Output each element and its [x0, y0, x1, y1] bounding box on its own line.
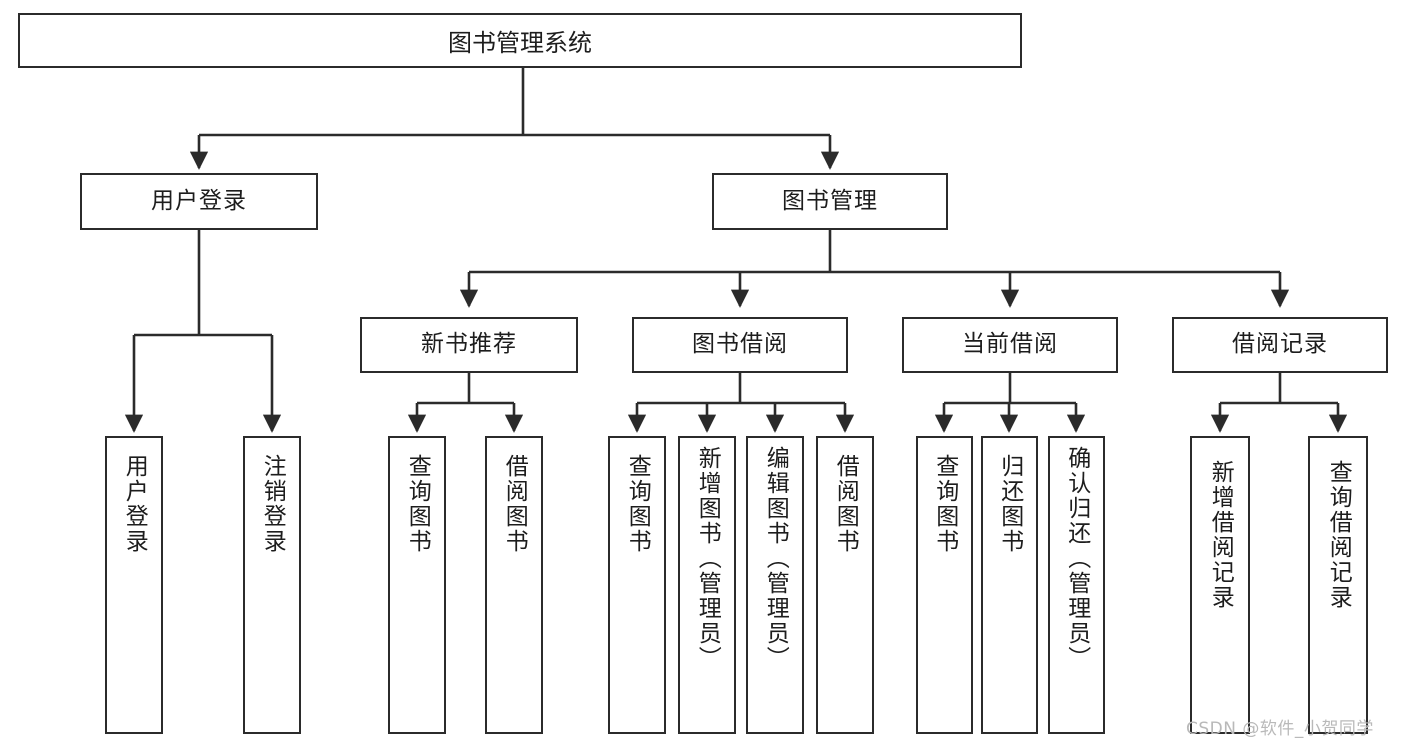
node-book-management[interactable]: 图书管理	[712, 173, 948, 230]
leaf-add-borrow-record-label: 新增借阅记录	[1207, 460, 1234, 610]
leaf-query-borrow-record-label: 查询借阅记录	[1325, 460, 1352, 610]
node-borrow-record-label: 借阅记录	[1232, 331, 1328, 358]
leaf-query-book-recommend[interactable]: 查询图书	[388, 436, 446, 734]
node-current-borrow[interactable]: 当前借阅	[902, 317, 1118, 373]
node-root[interactable]: 图书管理系统	[18, 13, 1022, 68]
leaf-query-book-recommend-label: 查询图书	[404, 454, 431, 554]
node-new-book-recommend[interactable]: 新书推荐	[360, 317, 578, 373]
node-book-management-label: 图书管理	[782, 187, 878, 214]
node-new-book-recommend-label: 新书推荐	[421, 331, 517, 358]
leaf-user-login[interactable]: 用户登录	[105, 436, 163, 734]
leaf-borrow-book-recommend-label: 借阅图书	[501, 454, 528, 554]
leaf-return-book-label: 归还图书	[996, 454, 1023, 554]
leaf-return-book[interactable]: 归还图书	[981, 436, 1038, 734]
leaf-edit-book-admin-label: 编辑图书（管理员）	[762, 446, 789, 671]
leaf-logout-label: 注销登录	[259, 454, 286, 554]
leaf-query-book-borrow-label: 查询图书	[624, 454, 651, 554]
leaf-query-book-current[interactable]: 查询图书	[916, 436, 973, 734]
leaf-logout[interactable]: 注销登录	[243, 436, 301, 734]
leaf-add-book-admin-label: 新增图书（管理员）	[694, 446, 721, 671]
node-book-borrow-label: 图书借阅	[692, 331, 788, 358]
node-user-login-label: 用户登录	[151, 187, 247, 214]
leaf-edit-book-admin[interactable]: 编辑图书（管理员）	[746, 436, 804, 734]
node-current-borrow-label: 当前借阅	[962, 331, 1058, 358]
watermark: CSDN @软件_小贺同学	[1186, 719, 1374, 739]
leaf-add-borrow-record[interactable]: 新增借阅记录	[1190, 436, 1250, 734]
leaf-confirm-return-admin-label: 确认归还（管理员）	[1063, 446, 1090, 671]
leaf-user-login-label: 用户登录	[121, 454, 148, 554]
leaf-query-book-current-label: 查询图书	[931, 454, 958, 554]
leaf-query-borrow-record[interactable]: 查询借阅记录	[1308, 436, 1368, 734]
node-borrow-record[interactable]: 借阅记录	[1172, 317, 1388, 373]
leaf-borrow-book-label: 借阅图书	[832, 454, 859, 554]
node-root-label: 图书管理系统	[448, 29, 592, 57]
leaf-borrow-book-recommend[interactable]: 借阅图书	[485, 436, 543, 734]
leaf-query-book-borrow[interactable]: 查询图书	[608, 436, 666, 734]
leaf-confirm-return-admin[interactable]: 确认归还（管理员）	[1048, 436, 1105, 734]
leaf-borrow-book[interactable]: 借阅图书	[816, 436, 874, 734]
node-user-login[interactable]: 用户登录	[80, 173, 318, 230]
leaf-add-book-admin[interactable]: 新增图书（管理员）	[678, 436, 736, 734]
node-book-borrow[interactable]: 图书借阅	[632, 317, 848, 373]
